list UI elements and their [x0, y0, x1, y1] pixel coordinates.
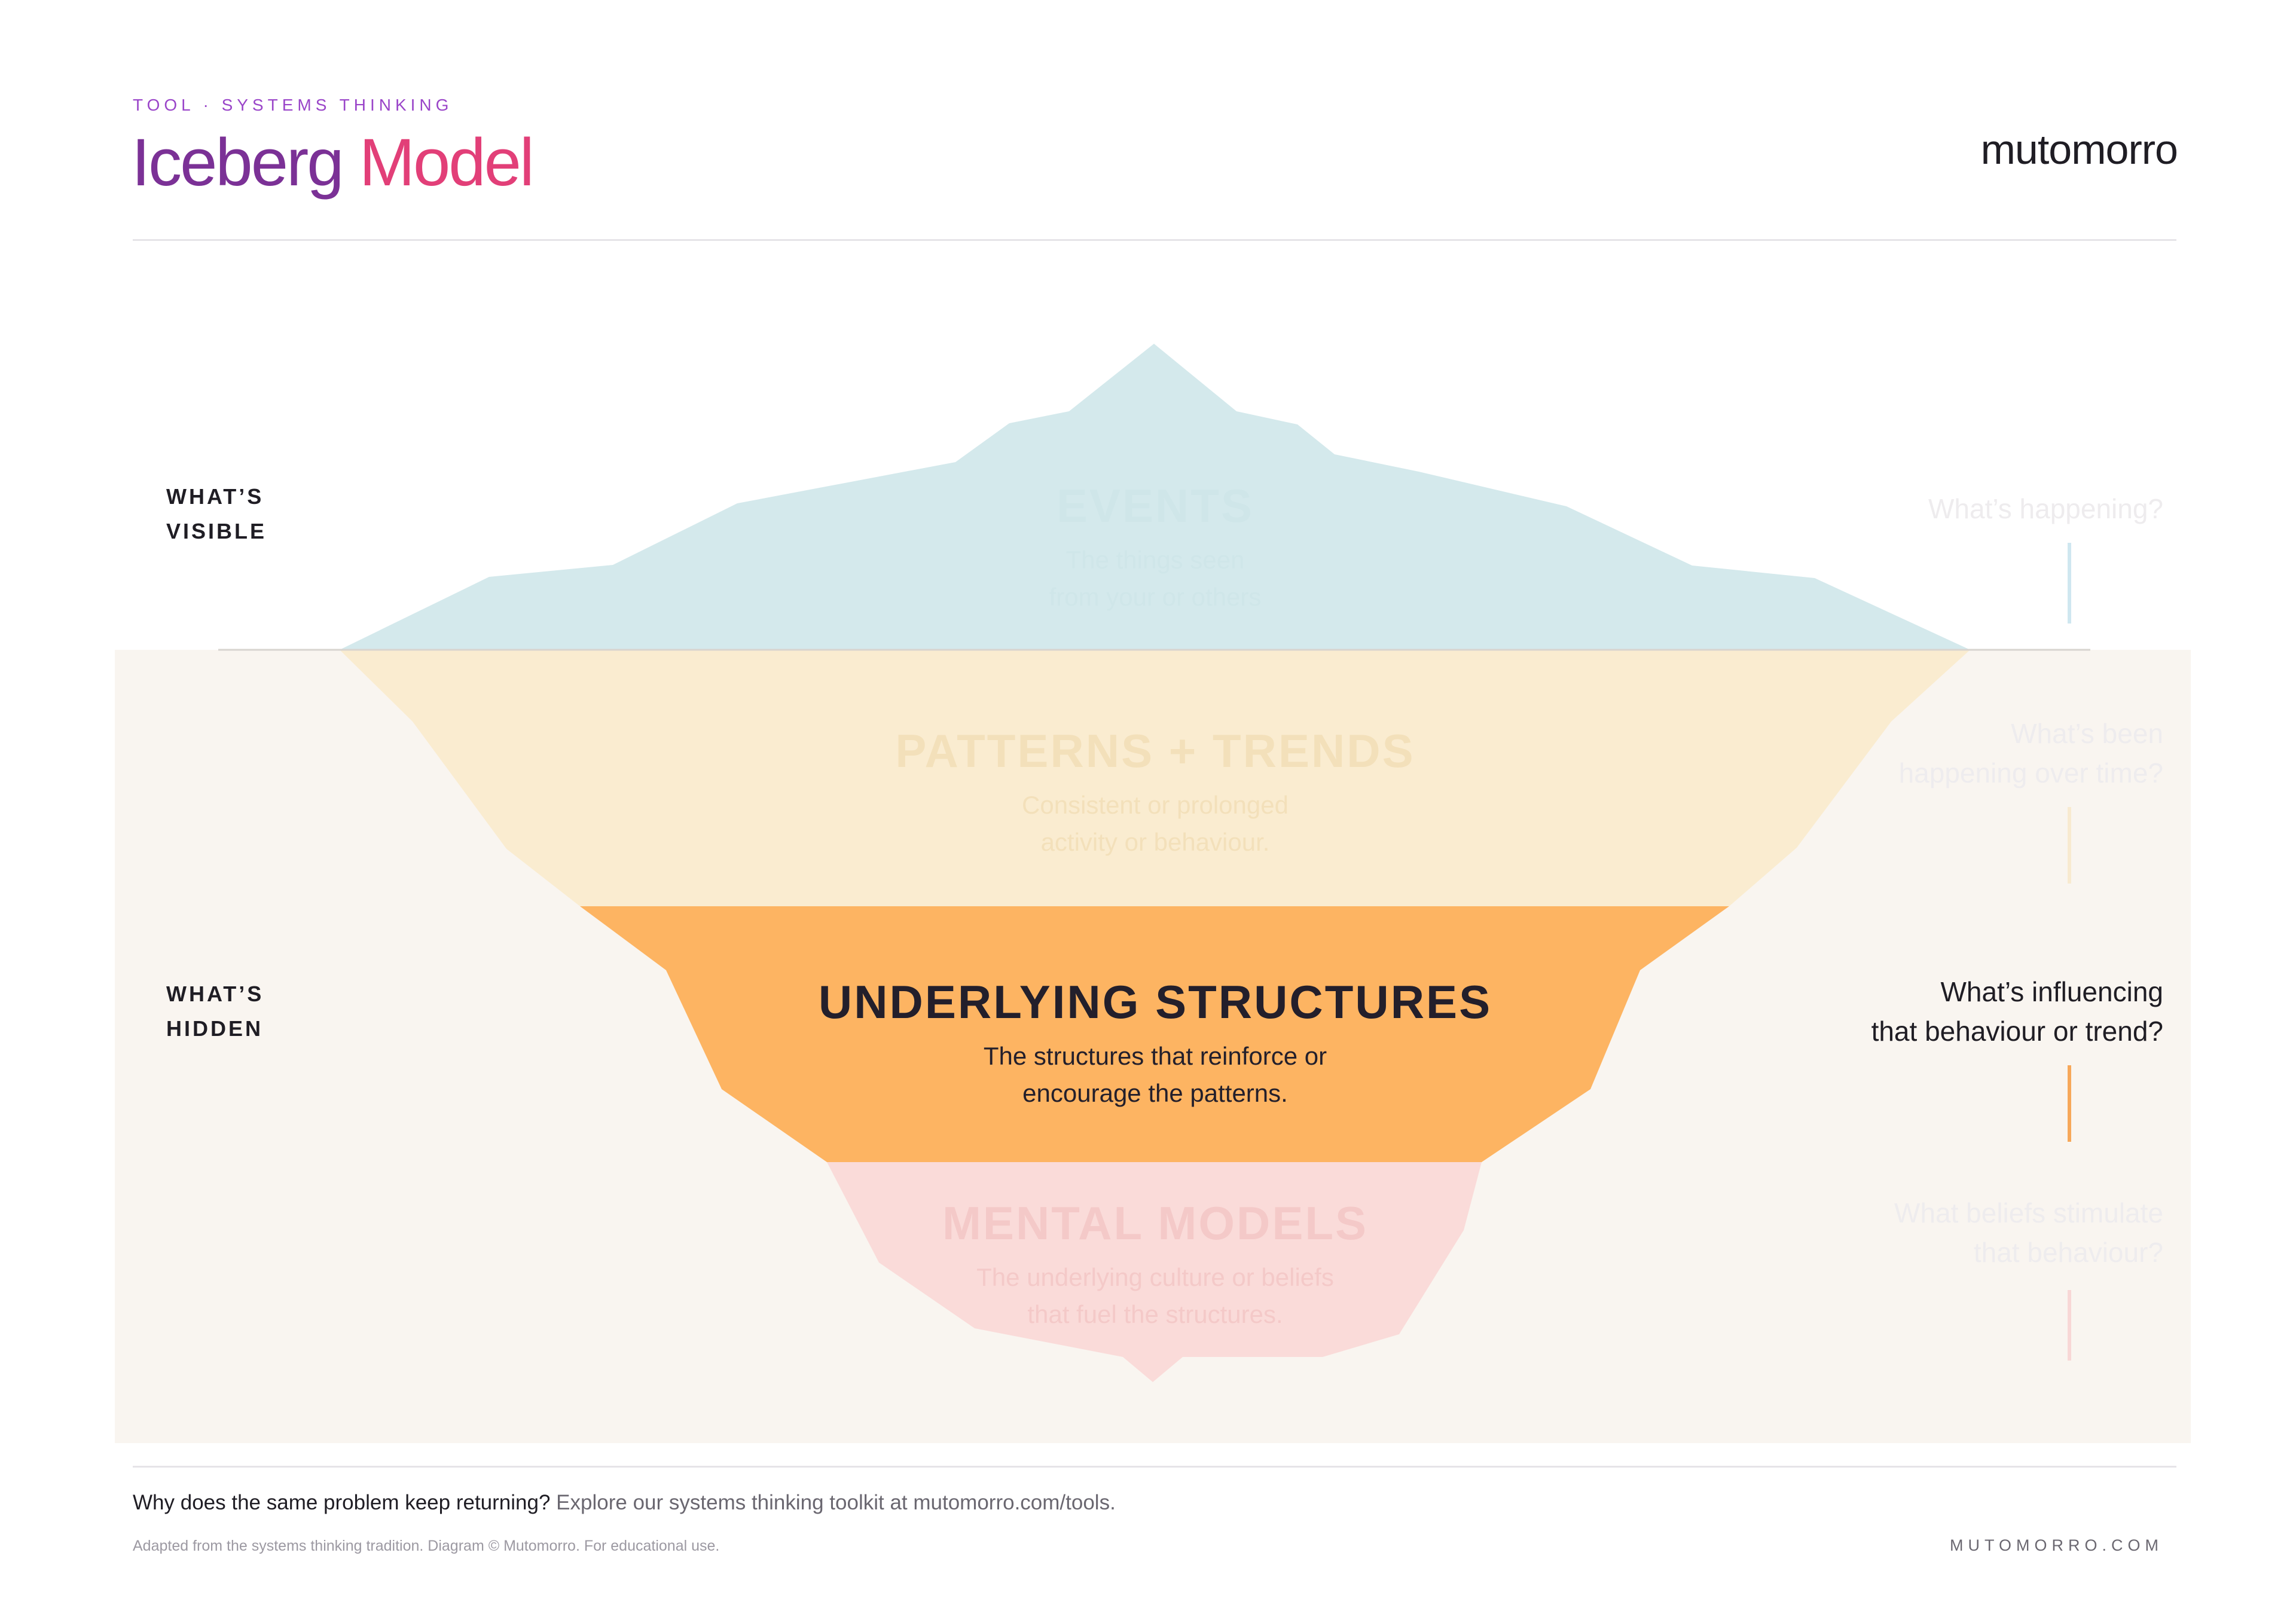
- footer-site-link[interactable]: MUTOMORRO.COM: [1950, 1536, 2163, 1554]
- layer-desc-mental: The underlying culture or beliefs that f…: [737, 1259, 1574, 1333]
- layer-label-patterns: PATTERNS + TRENDS Consistent or prolonge…: [737, 722, 1574, 861]
- question-events: What’s happening?: [1928, 489, 2163, 528]
- whats-visible-label: WHAT’S VISIBLE: [166, 479, 267, 549]
- question-tick-patterns: [2068, 807, 2071, 884]
- eyebrow-label: TOOL · SYSTEMS THINKING: [133, 96, 453, 114]
- iceberg-patterns-layer: [340, 650, 1970, 906]
- layer-desc-structures: The structures that reinforce or encoura…: [737, 1038, 1574, 1112]
- layer-desc-patterns: Consistent or prolonged activity or beha…: [737, 787, 1574, 861]
- question-tick-events: [2068, 543, 2071, 623]
- footer-divider: [133, 1466, 2176, 1468]
- footer-credit: Adapted from the systems thinking tradit…: [133, 1538, 720, 1554]
- question-mental: What beliefs stimulate that behaviour?: [1894, 1193, 2163, 1272]
- page-title: Iceberg Model: [132, 124, 535, 201]
- whats-visible-line-1: WHAT’S: [166, 484, 264, 509]
- question-events-line-1: What’s happening?: [1928, 493, 2163, 524]
- layer-desc-mental-line-1: The underlying culture or beliefs: [976, 1263, 1334, 1291]
- question-tick-mental: [2068, 1290, 2071, 1361]
- iceberg-events-layer: [340, 344, 1970, 650]
- question-structures-line-2: that behaviour or trend?: [1871, 1016, 2163, 1047]
- layer-desc-events-line-1: The things seen: [1065, 546, 1245, 574]
- layer-title-patterns: PATTERNS + TRENDS: [895, 725, 1415, 777]
- layer-label-events: EVENTS The things seen from your or othe…: [737, 477, 1574, 616]
- iceberg-structures-layer: [580, 906, 1729, 1162]
- layer-title-events: EVENTS: [1056, 479, 1254, 532]
- question-mental-line-2: that behaviour?: [1973, 1237, 2163, 1268]
- footer-cta-link-text[interactable]: Explore our systems thinking toolkit at …: [556, 1491, 1116, 1514]
- footer-cta-question: Why does the same problem keep returning…: [133, 1491, 551, 1514]
- layer-desc-events: The things seen from your or others: [737, 542, 1574, 616]
- layer-desc-structures-line-1: The structures that reinforce or: [983, 1042, 1327, 1070]
- question-mental-line-1: What beliefs stimulate: [1894, 1197, 2163, 1228]
- header-divider: [133, 239, 2176, 241]
- question-structures-line-1: What’s influencing: [1940, 976, 2163, 1007]
- title-word-model: Model: [359, 125, 535, 200]
- layer-desc-patterns-line-1: Consistent or prolonged: [1022, 791, 1289, 819]
- layer-desc-patterns-line-2: activity or behaviour.: [1040, 828, 1270, 856]
- title-word-iceberg: Iceberg: [132, 125, 344, 200]
- question-tick-structures: [2068, 1065, 2071, 1142]
- whats-visible-line-2: VISIBLE: [166, 519, 267, 543]
- question-patterns: What’s been happening over time?: [1899, 714, 2163, 793]
- question-structures: What’s influencing that behaviour or tre…: [1871, 972, 2163, 1051]
- layer-label-structures: UNDERLYING STRUCTURES The structures tha…: [737, 973, 1574, 1112]
- layer-label-mental: MENTAL MODELS The underlying culture or …: [737, 1194, 1574, 1333]
- layer-desc-events-line-2: from your or others: [1049, 583, 1262, 611]
- question-patterns-line-1: What’s been: [2011, 718, 2163, 749]
- whats-hidden-line-2: HIDDEN: [166, 1016, 264, 1041]
- whats-hidden-line-1: WHAT’S: [166, 982, 264, 1006]
- layer-desc-structures-line-2: encourage the patterns.: [1022, 1079, 1288, 1107]
- question-patterns-line-2: happening over time?: [1898, 757, 2163, 788]
- brand-logo: mutomorro: [1980, 126, 2178, 173]
- layer-title-mental: MENTAL MODELS: [942, 1197, 1369, 1249]
- iceberg-mental-layer: [827, 1162, 1482, 1382]
- whats-hidden-label: WHAT’S HIDDEN: [166, 977, 264, 1046]
- footer-cta: Why does the same problem keep returning…: [133, 1491, 1116, 1515]
- layer-desc-mental-line-2: that fuel the structures.: [1027, 1300, 1283, 1328]
- layer-title-structures: UNDERLYING STRUCTURES: [818, 976, 1492, 1028]
